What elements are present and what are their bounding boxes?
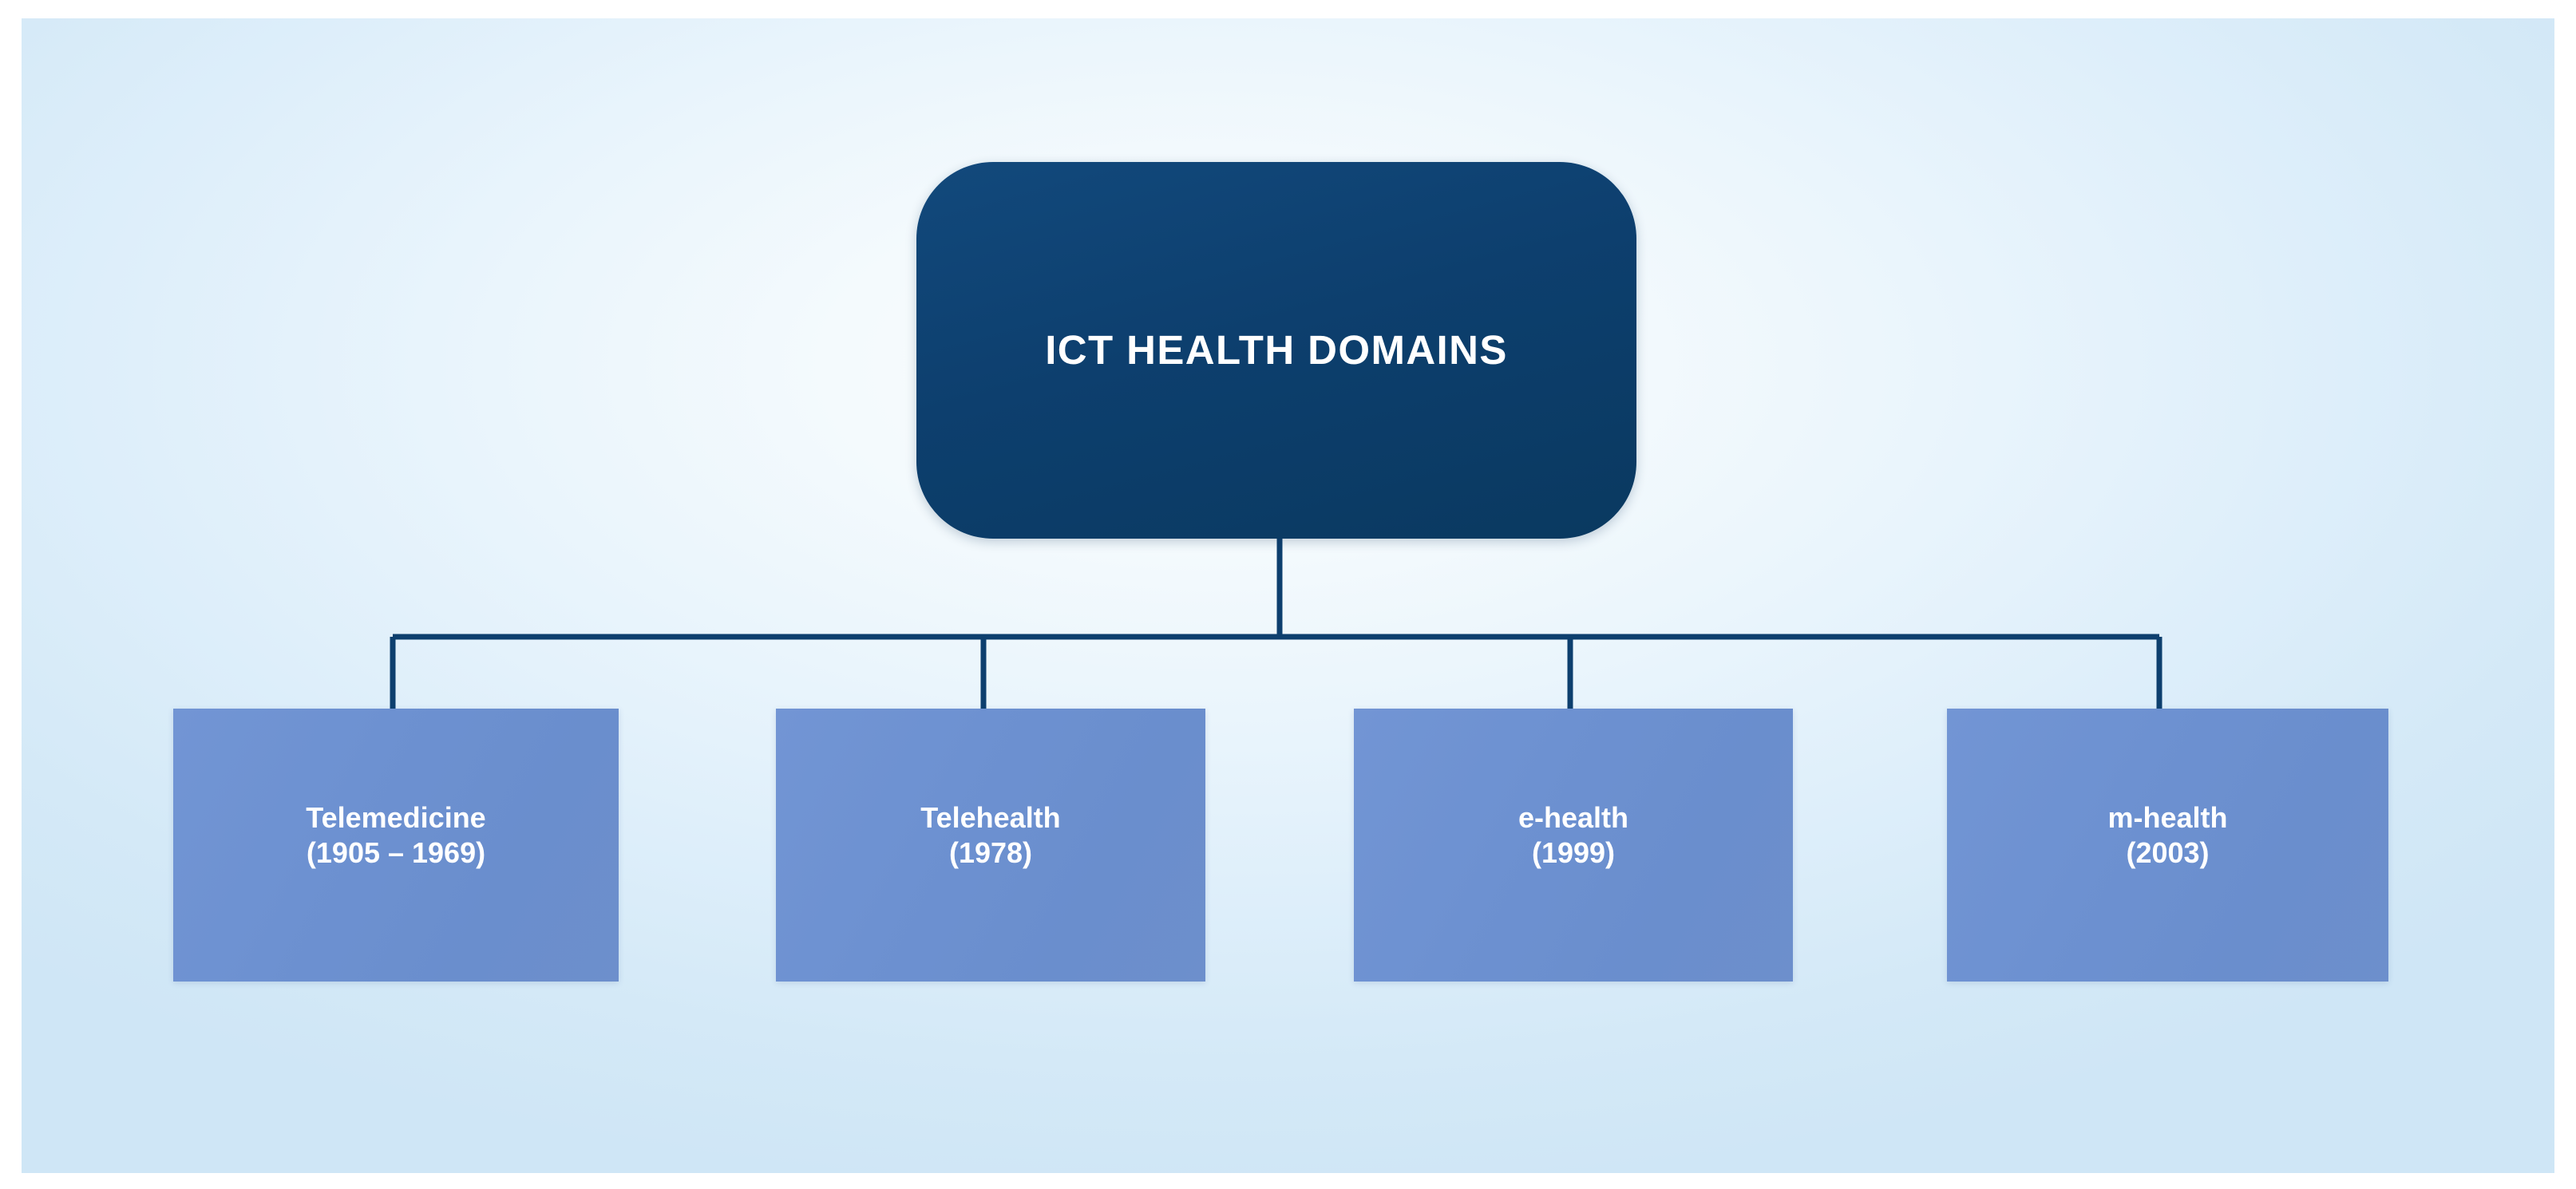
child-node-title: Telehealth xyxy=(920,801,1061,834)
child-node-years: (1978) xyxy=(948,835,1033,869)
child-node-years: (1999) xyxy=(1531,835,1616,869)
diagram-panel: ICT HEALTH DOMAINS Telemedicine (1905 – … xyxy=(22,18,2554,1173)
child-node-telehealth[interactable]: Telehealth (1978) xyxy=(776,709,1205,982)
child-node-m-health[interactable]: m-health (2003) xyxy=(1947,709,2388,982)
child-node-telemedicine[interactable]: Telemedicine (1905 – 1969) xyxy=(173,709,619,982)
root-node-label: ICT HEALTH DOMAINS xyxy=(1045,326,1508,373)
child-node-years: (1905 – 1969) xyxy=(306,835,486,869)
child-node-title: Telemedicine xyxy=(306,801,486,834)
child-node-title: m-health xyxy=(2107,801,2228,834)
child-node-title: e-health xyxy=(1518,801,1629,834)
root-node-ict-health-domains[interactable]: ICT HEALTH DOMAINS xyxy=(916,162,1636,539)
child-node-years: (2003) xyxy=(2126,835,2210,869)
child-node-e-health[interactable]: e-health (1999) xyxy=(1354,709,1793,982)
